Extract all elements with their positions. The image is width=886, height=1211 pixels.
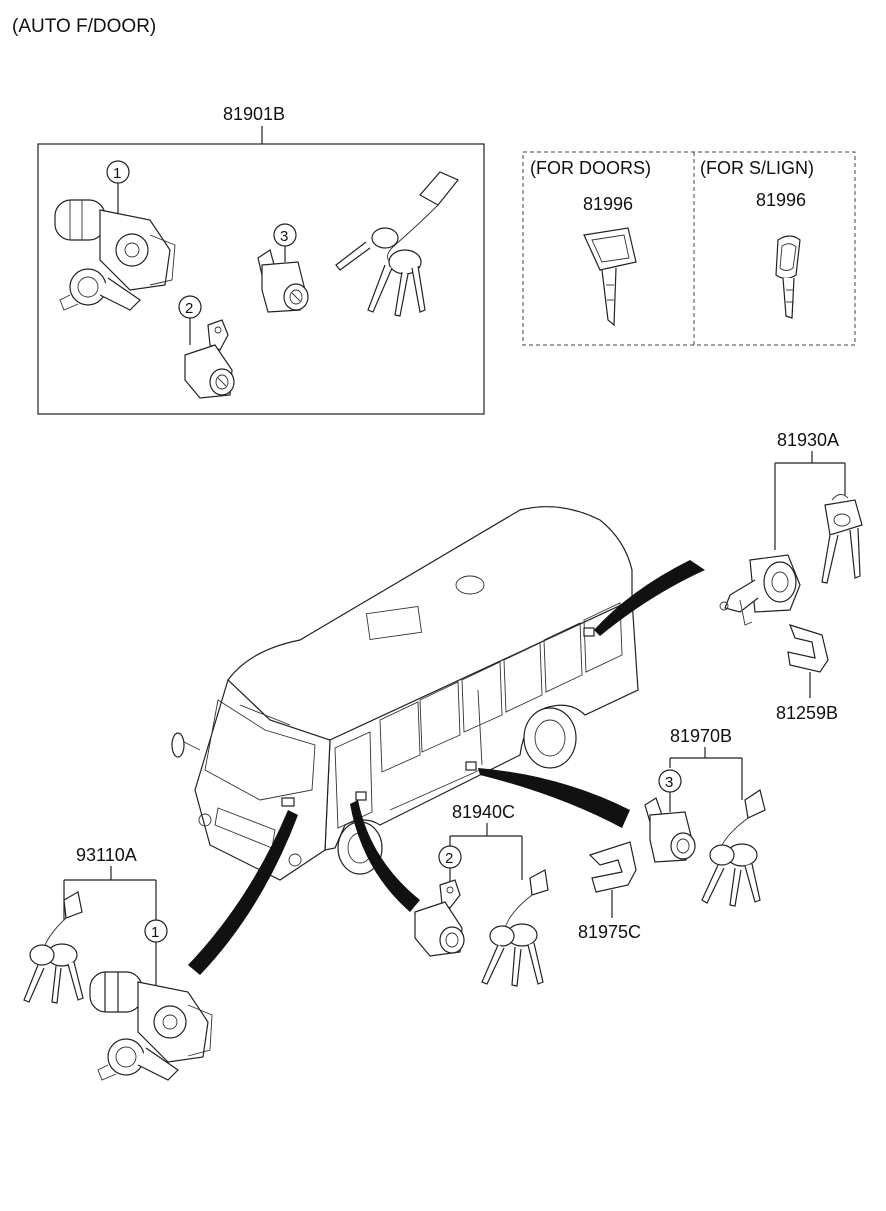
assembly-box bbox=[37, 143, 485, 415]
for-slign-part-number: 81996 bbox=[756, 190, 806, 210]
ignition-lock-assembly bbox=[54, 199, 176, 311]
label-81975c: 81975C bbox=[578, 922, 641, 942]
door-lock-cylinder-2 bbox=[184, 319, 235, 399]
key-blanks-box: (FOR DOORS) 81996 (FOR S/LIGN) 81996 bbox=[522, 151, 856, 346]
svg-text:1: 1 bbox=[151, 924, 159, 941]
svg-text:3: 3 bbox=[280, 228, 288, 245]
svg-text:1: 1 bbox=[113, 165, 121, 182]
svg-text:2: 2 bbox=[185, 300, 193, 317]
pointer-arrow-81930a bbox=[594, 560, 705, 636]
part-group-81940c: 81940C 2 bbox=[414, 802, 549, 987]
assembly-81901b: 81901B 1 2 bbox=[37, 104, 485, 415]
label-81901b: 81901B bbox=[223, 104, 285, 124]
svg-text:2: 2 bbox=[445, 850, 453, 867]
pointer-arrow-81970b bbox=[478, 768, 630, 828]
label-81259b: 81259B bbox=[776, 703, 838, 723]
ignition-key-blank bbox=[775, 235, 801, 319]
svg-text:3: 3 bbox=[665, 774, 673, 791]
part-group-81970b: 81970B 3 bbox=[644, 726, 766, 907]
label-81970b: 81970B bbox=[670, 726, 732, 746]
for-doors-title: (FOR DOORS) bbox=[530, 158, 651, 178]
for-slign-title: (FOR S/LIGN) bbox=[700, 158, 814, 178]
label-81930a: 81930A bbox=[777, 430, 839, 450]
pointer-arrow-93110a bbox=[188, 810, 298, 975]
part-group-81259b: 81259B bbox=[776, 624, 838, 723]
diagram-header: (AUTO F/DOOR) bbox=[12, 16, 156, 37]
lock-cylinder-3 bbox=[257, 249, 309, 313]
part-group-93110a: 93110A 1 bbox=[23, 845, 213, 1081]
door-key-blank bbox=[583, 227, 637, 327]
label-93110a: 93110A bbox=[76, 845, 137, 865]
part-group-81975c: 81975C bbox=[578, 841, 641, 942]
keys-with-tag bbox=[335, 171, 459, 317]
part-group-81930a: 81930A bbox=[719, 430, 863, 626]
for-doors-part-number: 81996 bbox=[583, 194, 633, 214]
minibus-illustration bbox=[171, 506, 639, 881]
label-81940c: 81940C bbox=[452, 802, 515, 822]
pointer-arrow-81940c bbox=[350, 800, 420, 912]
